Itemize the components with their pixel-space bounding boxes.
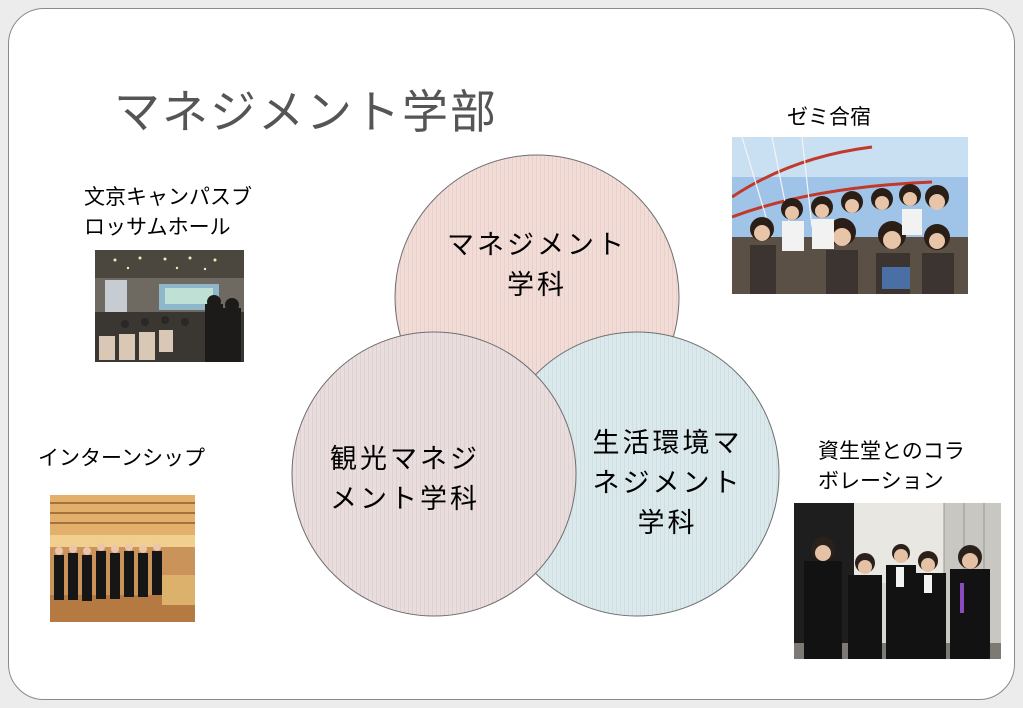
management-dept-label: マネジメント 学科 — [447, 230, 627, 301]
tourism-dept-label: 観光マネジ メント学科 — [330, 444, 480, 515]
tourism-circle — [291, 331, 577, 617]
slide-title: マネジメント学部 — [114, 85, 498, 139]
bunkyo-caption: 文京キャンパスブ ロッサムホール — [84, 185, 252, 239]
group-photo — [732, 137, 968, 294]
living-dept-label: 生活環境マ ネジメント 学科 — [592, 428, 743, 539]
auditorium-photo — [95, 250, 244, 362]
collaboration-photo — [794, 503, 1001, 659]
internship-caption: インターンシップ — [38, 446, 205, 470]
shiseido-caption: 資生堂とのコラ ボレーション — [818, 439, 965, 493]
seminar-caption: ゼミ合宿 — [787, 105, 871, 129]
internship-photo — [50, 495, 195, 622]
